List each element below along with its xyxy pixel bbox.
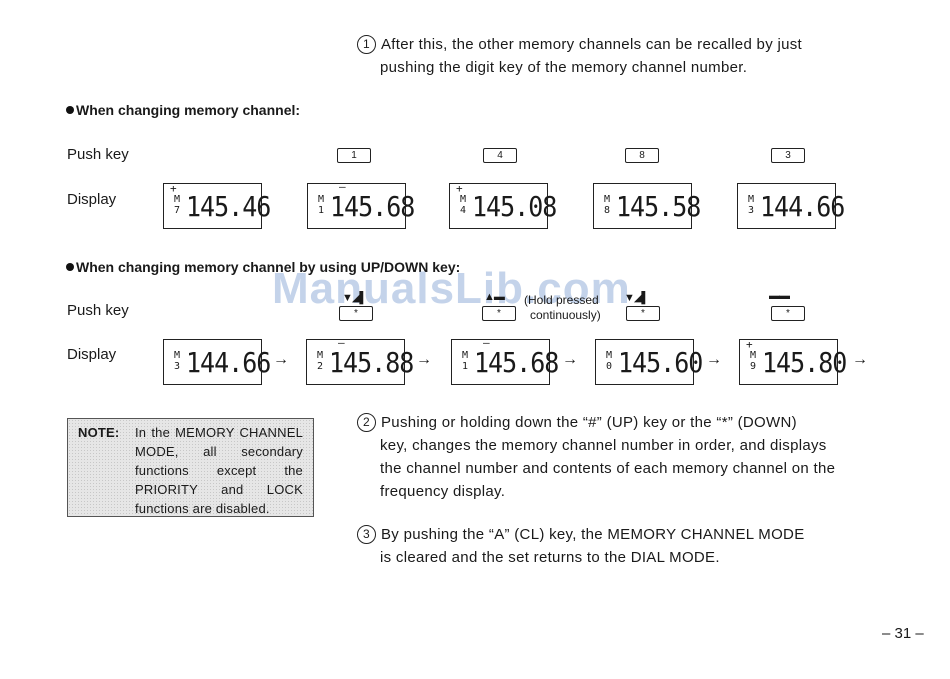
step-3-line-2: is cleared and the set returns to the DI… (380, 549, 720, 566)
step-number: 3 (357, 525, 376, 544)
sign-indicator: + (456, 182, 463, 195)
note-label: NOTE: (78, 425, 120, 440)
frequency-readout: 144.66 (186, 346, 271, 379)
step-2-line-4: frequency display. (380, 483, 506, 500)
step-1: 1 After this, the other memory channels c… (357, 33, 877, 79)
frequency-readout: 145.68 (474, 346, 559, 379)
bullet-icon (66, 106, 74, 114)
digit-key-4: 4 (483, 148, 517, 163)
frequency-readout: 145.68 (330, 190, 415, 223)
sign-indicator: + (170, 182, 177, 195)
frequency-readout: 145.80 (762, 346, 847, 379)
frequency-readout: 145.46 (186, 190, 271, 223)
dash-indicator: – (338, 336, 345, 349)
push-key-label: Push key (67, 302, 129, 319)
arrow-right-icon: → (273, 351, 289, 368)
arrow-right-icon: → (852, 351, 868, 368)
down-triangle-icon: ▼◢▌ (342, 292, 367, 304)
dash-indicator: – (483, 336, 490, 349)
step-2-line-1: Pushing or holding down the “#” (UP) key… (381, 414, 797, 431)
step-1-line-2: pushing the digit key of the memory chan… (380, 59, 748, 76)
down-triangle-icon: ▼◢▌ (624, 292, 649, 304)
push-key-label: Push key (67, 146, 129, 163)
step-3: 3 By pushing the “A” (CL) key, the MEMORY… (357, 523, 877, 569)
down-triangle-icon: ▬▬ (769, 290, 790, 302)
hold-note-b: continuously) (530, 308, 601, 322)
frequency-readout: 145.08 (472, 190, 557, 223)
section-2-heading: When changing memory channel by using UP… (66, 259, 460, 275)
display-label: Display (67, 191, 117, 208)
arrow-right-icon: → (562, 351, 578, 368)
digit-key-1: 1 (337, 148, 371, 163)
star-key: * (339, 306, 373, 321)
frequency-readout: 145.60 (618, 346, 703, 379)
step-number: 2 (357, 413, 376, 432)
step-3-line-1: By pushing the “A” (CL) key, the MEMORY … (381, 526, 805, 543)
arrow-right-icon: → (416, 351, 432, 368)
bullet-icon (66, 263, 74, 271)
frequency-readout: 145.88 (329, 346, 414, 379)
step-2: 2 Pushing or holding down the “#” (UP) ke… (357, 411, 877, 503)
step-number: 1 (357, 35, 376, 54)
frequency-readout: 145.58 (616, 190, 701, 223)
step-2-line-2: key, changes the memory channel number i… (380, 437, 827, 454)
section-1-heading: When changing memory channel: (66, 102, 300, 118)
star-key: * (626, 306, 660, 321)
star-key: * (482, 306, 516, 321)
frequency-readout: 144.66 (760, 190, 845, 223)
digit-key-8: 8 (625, 148, 659, 163)
sign-indicator: + (746, 338, 753, 351)
hold-note-a: (Hold pressed (524, 293, 599, 307)
down-triangle-icon: ▲▬ (484, 291, 505, 303)
digit-key-3: 3 (771, 148, 805, 163)
star-key: * (771, 306, 805, 321)
section-1-heading-text: When changing memory channel: (76, 102, 301, 118)
arrow-right-icon: → (706, 351, 722, 368)
dash-indicator: – (339, 180, 346, 193)
note-box: NOTE: In the MEMORY CHANNEL MODE, all se… (67, 418, 314, 517)
watermark: ManualsLib.com (272, 264, 631, 313)
display-label: Display (67, 346, 117, 363)
page-number: – 31 – (882, 625, 924, 642)
note-text: In the MEMORY CHANNEL MODE, all secondar… (135, 425, 303, 516)
step-2-line-3: the channel number and contents of each … (380, 460, 836, 477)
section-2-heading-text: When changing memory channel by using UP… (76, 259, 461, 275)
step-1-line-1: After this, the other memory channels ca… (381, 36, 802, 53)
